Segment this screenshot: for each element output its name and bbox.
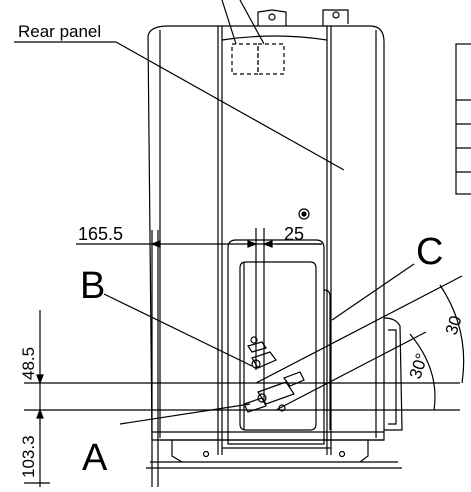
dimension-25: 25: [284, 224, 304, 244]
service-opening: [227, 239, 325, 445]
dimension-165-5: 165.5: [78, 224, 123, 244]
angle-indicators: [255, 275, 465, 411]
top-mounting-brackets: [257, 9, 349, 26]
side-handle: [323, 289, 403, 431]
callout-leaders: [103, 263, 415, 425]
dimension-48-5: 48.5: [19, 347, 38, 380]
vertical-dimension-lines: [24, 310, 460, 487]
callout-c: C: [416, 231, 443, 273]
angle-30-outer: 30: [442, 313, 466, 337]
rear-panel-leader: [14, 41, 345, 171]
dimension-103-3: 103.3: [19, 435, 38, 478]
callout-a: A: [82, 437, 108, 479]
service-valve-liquid: [243, 371, 305, 413]
screw-hole-icon: [298, 208, 310, 220]
base-feet: [146, 440, 402, 469]
rear-panel-label: Rear panel: [18, 22, 101, 41]
callout-b: B: [80, 265, 105, 307]
horizontal-dimension-lines: [76, 228, 322, 487]
cabinet-body: [147, 25, 385, 455]
partial-table: [455, 43, 471, 195]
dashed-terminal-boxes: [231, 43, 285, 75]
service-valve-gas: [247, 336, 277, 369]
angle-30-inner: 30°: [406, 351, 432, 381]
